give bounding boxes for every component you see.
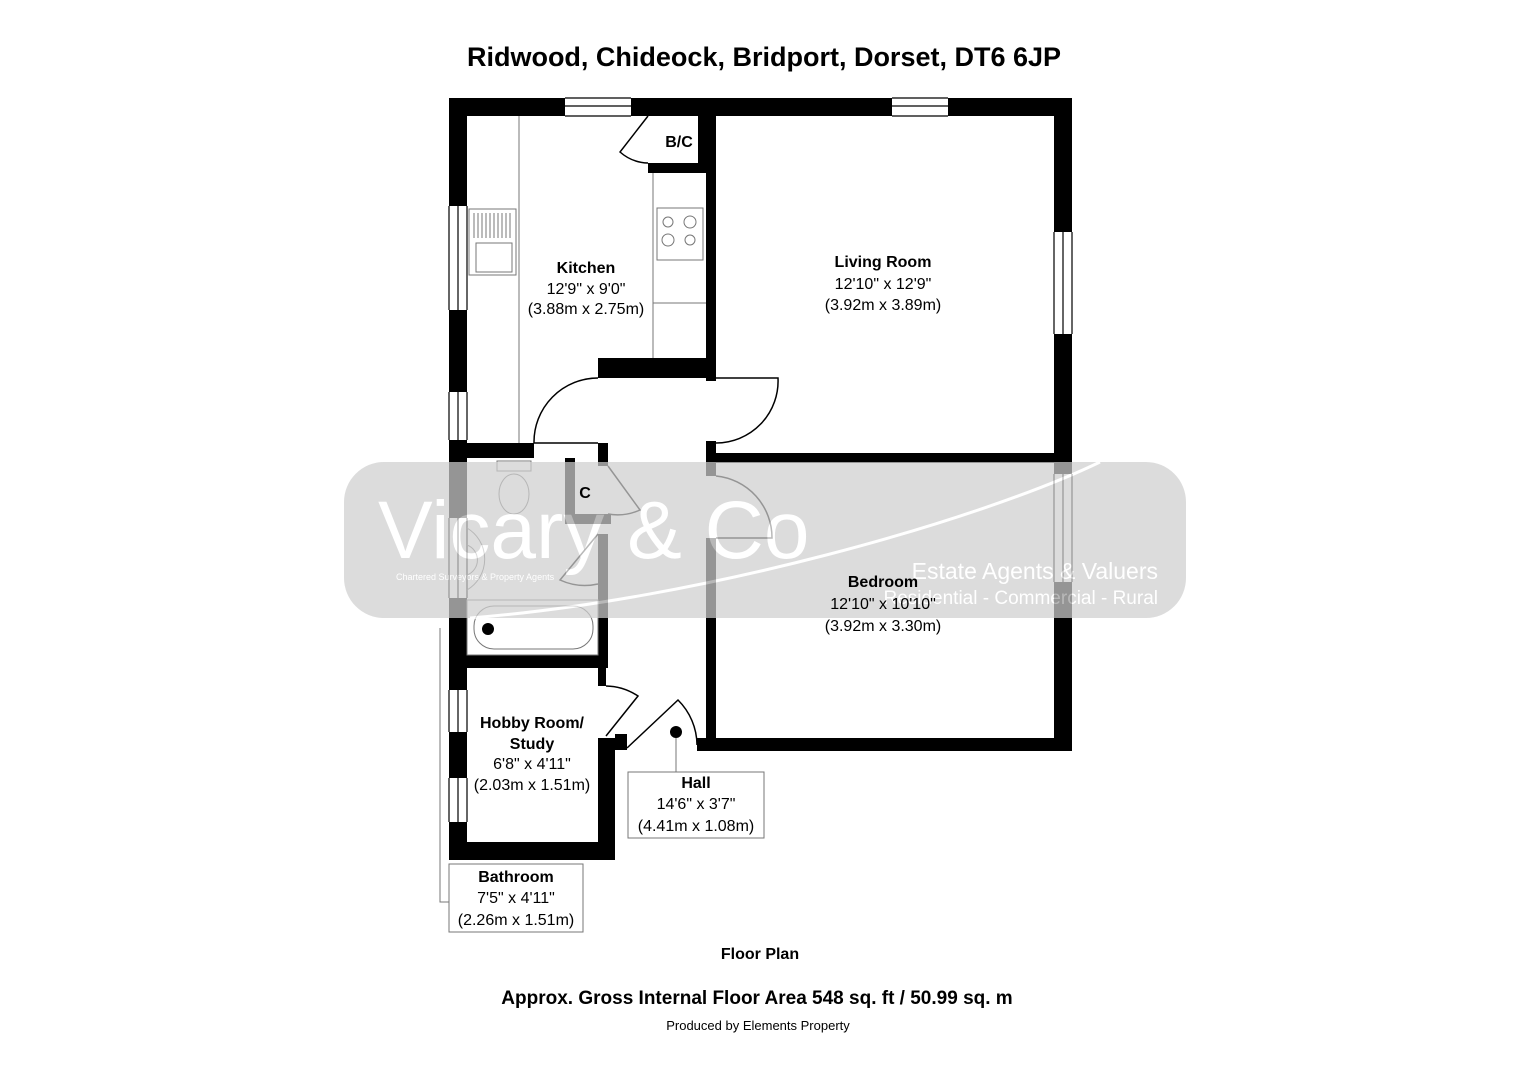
bedroom-name: Bedroom [848,574,918,591]
watermark: Vicary & Co Chartered Surveyors & Proper… [344,460,1186,620]
floor-plan-label: Floor Plan [721,946,799,963]
room-label-kitchen: Kitchen 12'9" x 9'0" (3.88m x 2.75m) [528,260,644,318]
watermark-line2: Residential - Commercial - Rural [883,588,1158,609]
produced-by: Produced by Elements Property [666,1018,850,1033]
hobby-room-metric: (2.03m x 1.51m) [474,777,590,794]
hall-name: Hall [681,775,710,792]
floor-area: Approx. Gross Internal Floor Area 548 sq… [501,988,1012,1009]
cupboard-label: C [579,485,591,502]
dimension-lines [439,628,677,903]
kitchen-name: Kitchen [557,260,616,277]
kitchen-fixtures [468,116,706,443]
hall-fixture-icon [670,726,682,738]
kitchen-metric: (3.88m x 2.75m) [528,301,644,318]
hall-metric: (4.41m x 1.08m) [638,818,754,835]
bedroom-imperial: 12'10" x 10'10" [830,596,936,613]
watermark-brand: Vicary & Co [378,485,809,576]
bathroom-name: Bathroom [478,869,554,886]
room-label-hobby-room: Hobby Room/ Study 6'8" x 4'11" (2.03m x … [474,715,590,794]
hobby-room-name-1: Hobby Room/ [480,715,585,732]
room-label-hall: Hall 14'6" x 3'7" (4.41m x 1.08m) [627,771,765,839]
room-label-bathroom: Bathroom 7'5" x 4'11" (2.26m x 1.51m) [448,863,584,933]
hall-imperial: 14'6" x 3'7" [657,796,736,813]
kitchen-imperial: 12'9" x 9'0" [547,281,626,298]
hobby-room-name-2: Study [510,736,555,753]
bath-plug-icon [482,623,494,635]
bathroom-metric: (2.26m x 1.51m) [458,912,574,929]
boiler-cupboard-label: B/C [665,134,693,151]
living-room-metric: (3.92m x 3.89m) [825,297,941,314]
door-swings [533,115,779,749]
room-label-bedroom: Bedroom 12'10" x 10'10" (3.92m x 3.30m) [825,574,941,635]
hobby-room-imperial: 6'8" x 4'11" [493,756,571,773]
watermark-tagline: Chartered Surveyors & Property Agents [396,572,555,582]
bedroom-metric: (3.92m x 3.30m) [825,618,941,635]
living-room-name: Living Room [835,254,932,271]
living-room-imperial: 12'10" x 12'9" [835,276,932,293]
watermark-line1: Estate Agents & Valuers [912,558,1158,584]
page-title: Ridwood, Chideock, Bridport, Dorset, DT6… [467,42,1061,72]
bathroom-imperial: 7'5" x 4'11" [477,890,555,907]
room-label-living-room: Living Room 12'10" x 12'9" (3.92m x 3.89… [825,254,941,314]
